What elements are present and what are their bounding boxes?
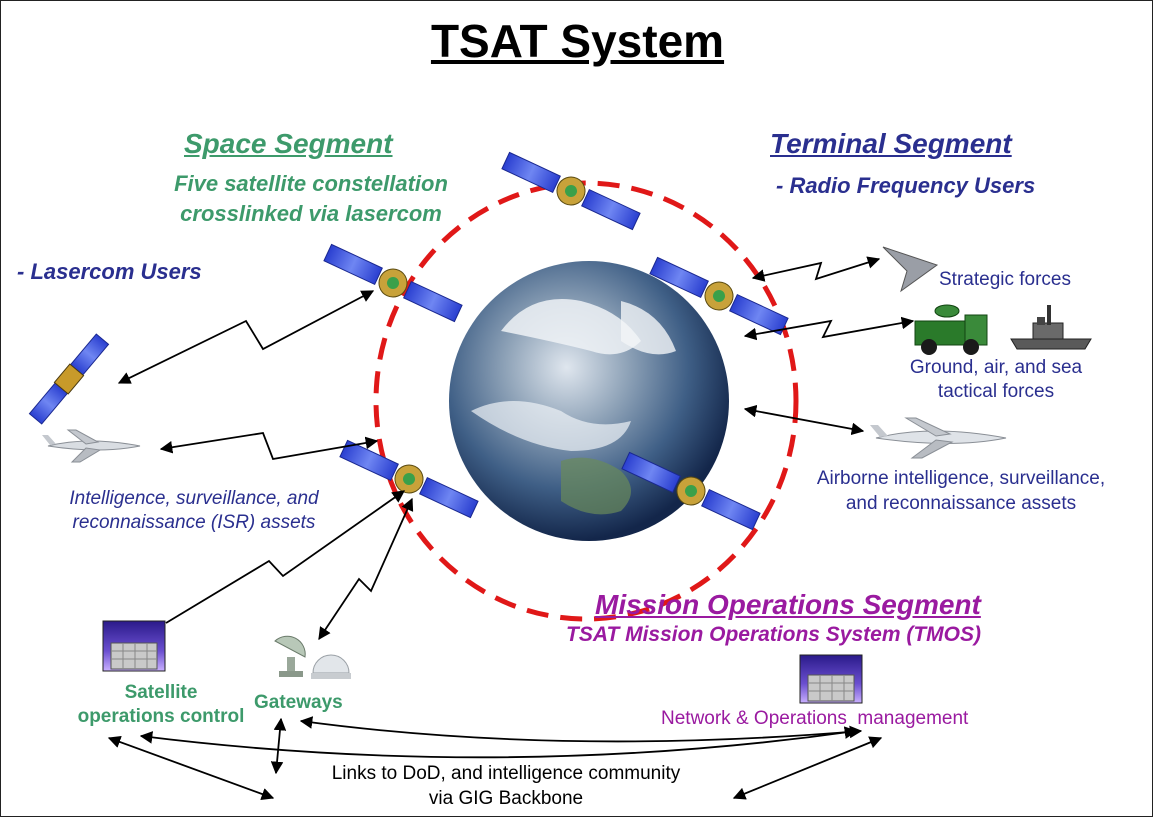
link-tactical	[743, 316, 915, 341]
link-lasercom-satellite	[117, 290, 375, 384]
strategic-forces-label: Strategic forces	[939, 269, 1071, 290]
warship-icon	[1010, 305, 1092, 350]
gateways-label: Gateways	[254, 692, 343, 713]
comm-links	[107, 256, 915, 801]
uav-drone-icon	[870, 417, 1007, 459]
space-segment-heading: Space Segment	[184, 128, 393, 159]
link-network-gig	[732, 736, 883, 800]
gig-line2: via GIG Backbone	[428, 788, 584, 809]
link-strategic	[751, 256, 881, 282]
lasercom-users-label: - Lasercom Users	[17, 259, 202, 284]
satellite-icon	[28, 333, 110, 425]
radome-icon	[311, 654, 351, 679]
link-satops	[165, 490, 406, 624]
building-icon	[102, 620, 166, 672]
satellite-icon	[621, 451, 761, 531]
network-ops-label: Network & Operations management	[661, 708, 969, 729]
satellite-icon	[501, 151, 641, 231]
isr-assets-line1: Intelligence, surveillance, and	[69, 488, 319, 509]
link-airborne	[743, 404, 865, 436]
airborne-isr-line1: Airborne intelligence, surveillance,	[816, 468, 1106, 489]
link-satops-network	[139, 726, 858, 759]
uav-drone-icon	[42, 429, 141, 463]
link-isr-uav	[159, 431, 379, 461]
page-title: TSAT System	[430, 15, 725, 67]
link-satops-gig	[107, 735, 275, 801]
tactical-forces-line2: tactical forces	[937, 381, 1055, 402]
orbit-ring	[373, 180, 799, 622]
satops-line2: operations control	[77, 706, 245, 727]
tactical-forces-line1: Ground, air, and sea	[909, 357, 1083, 378]
space-segment-line1: Five satellite constellation	[174, 171, 448, 196]
space-segment-line2: crosslinked via lasercom	[180, 201, 442, 226]
terminal-segment-subtitle: - Radio Frequency Users	[776, 173, 1036, 198]
gig-line1: Links to DoD, and intelligence community	[331, 763, 681, 784]
isr-assets-line2: reconnaissance (ISR) assets	[72, 512, 316, 533]
military-truck-icon	[914, 304, 988, 355]
dish-antenna-icon	[274, 635, 306, 677]
mission-ops-subtitle: TSAT Mission Operations System (TMOS)	[566, 623, 981, 646]
satops-line1: Satellite	[124, 682, 198, 703]
mission-ops-heading: Mission Operations Segment	[595, 589, 981, 620]
airborne-isr-line2: and reconnaissance assets	[845, 493, 1077, 514]
terminal-segment-heading: Terminal Segment	[770, 128, 1012, 159]
satellite-icon	[339, 439, 479, 519]
building-icon	[799, 654, 863, 704]
stealth-bomber-icon	[882, 246, 939, 293]
satellite-icon	[323, 243, 463, 323]
link-gateways	[318, 497, 414, 641]
